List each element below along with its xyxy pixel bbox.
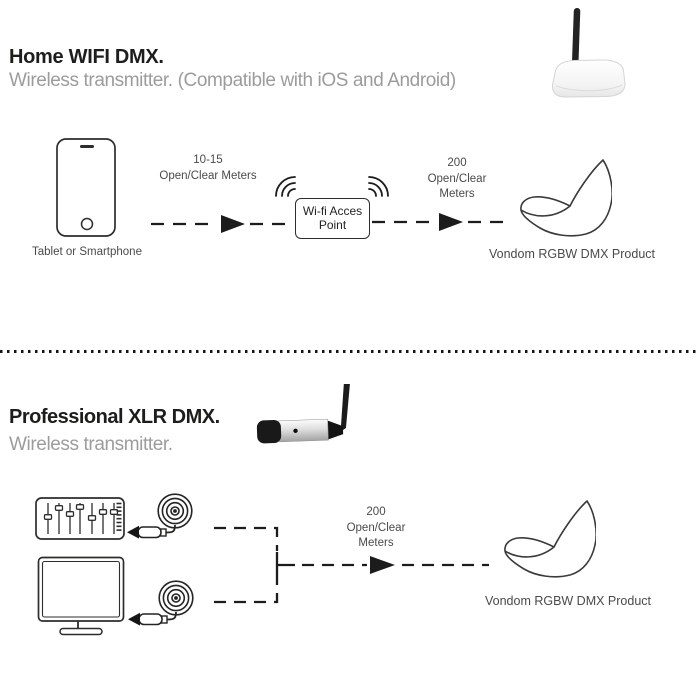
xlr-antenna <box>340 384 350 432</box>
section2-subtitle: Wireless transmitter. <box>9 434 173 455</box>
transmitter-antenna <box>572 8 581 64</box>
xlr-transmitter-photo <box>256 384 350 444</box>
section2-title: Professional XLR DMX. <box>9 406 220 428</box>
distance-label-2: 200 Open/Clear Meters <box>346 506 406 549</box>
arrowhead-icon <box>370 556 395 574</box>
monitor-base <box>59 627 103 636</box>
wifi-waves-right-icon <box>368 176 389 197</box>
distance-1-label: 10-15 Open/Clear Meters <box>159 154 257 182</box>
wifi-waves-left-icon <box>275 176 296 197</box>
smartphone-label: Tablet or Smartphone <box>32 246 142 258</box>
smartphone-icon <box>56 138 116 237</box>
lounge-chair-icon <box>520 159 612 237</box>
xlr-led <box>293 428 298 433</box>
coiled-cable-xlr-plug-icon <box>127 493 193 539</box>
left-arrowhead-icon <box>128 612 140 626</box>
coiled-cable-xlr-plug-icon <box>128 580 194 626</box>
xlr-cap <box>256 420 282 444</box>
wifi-transmitter-photo <box>551 8 626 98</box>
distance-2-label: 200 Open/Clear Meters <box>427 157 487 200</box>
wifi-access-point-box: Wi-fi Acces Point <box>295 198 370 239</box>
arrowhead-icon <box>439 213 463 231</box>
arrowhead-icon <box>221 215 245 233</box>
phone-speaker <box>80 145 94 148</box>
xlr-antenna-cone <box>326 420 344 440</box>
section1-title: Home WIFI DMX. <box>9 46 164 68</box>
phone-home-button <box>80 217 94 231</box>
section1-subtitle: Wireless transmitter. (Compatible with i… <box>9 70 456 91</box>
product-label-1: Vondom RGBW DMX Product <box>488 247 656 261</box>
fader-knobs <box>43 504 119 521</box>
dmx-mixer-console-icon <box>35 497 125 540</box>
left-arrowhead-icon <box>127 525 139 539</box>
dashed-merge-path <box>214 526 489 604</box>
lounge-chair-icon <box>504 500 596 578</box>
dotted-divider <box>0 350 700 353</box>
transmitter-base <box>551 59 626 98</box>
product-label-2: Vondom RGBW DMX Product <box>484 594 652 608</box>
level-meter <box>116 502 122 531</box>
monitor-icon <box>37 556 125 636</box>
